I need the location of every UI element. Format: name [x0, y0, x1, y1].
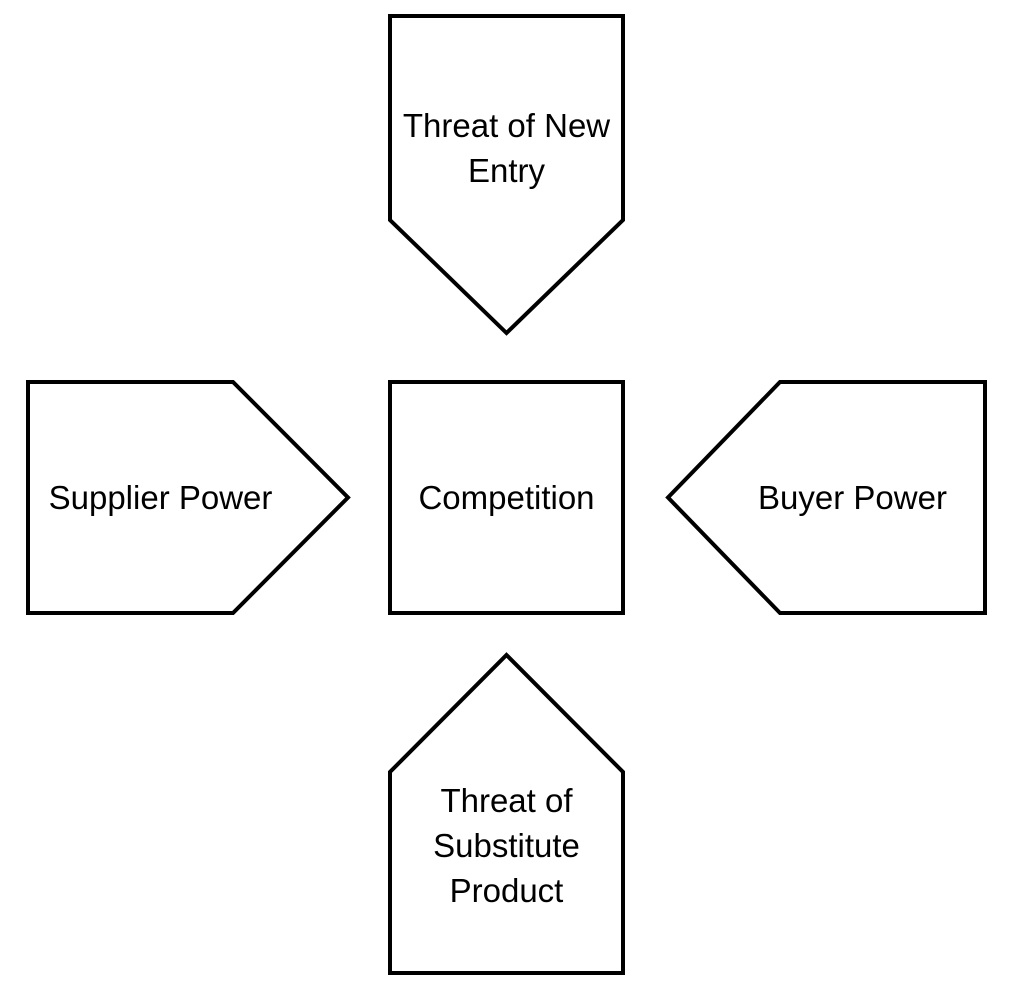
- competition-shape: [388, 380, 625, 615]
- buyer-power-shape: [665, 380, 987, 615]
- supplier-power-shape: [26, 380, 351, 615]
- threat-of-new-entry-shape: [388, 14, 625, 336]
- threat-of-substitute-product-shape: [388, 652, 625, 975]
